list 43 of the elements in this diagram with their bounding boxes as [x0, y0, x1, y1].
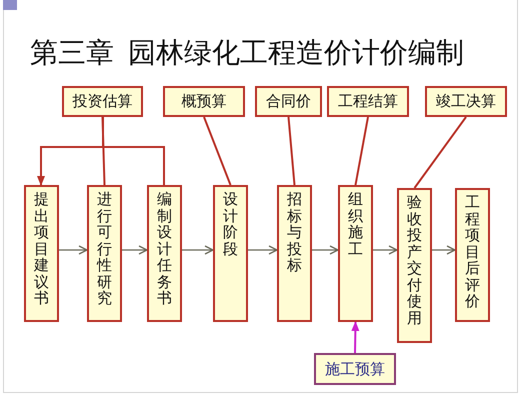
cost-label: 合同价 [266, 92, 311, 111]
stage-box [147, 185, 182, 322]
cost-label: 投资估算 [72, 92, 132, 111]
cost-box [62, 86, 143, 117]
cost-label: 工程结算 [338, 92, 398, 111]
arrow [248, 245, 278, 255]
arrow [373, 245, 398, 255]
leader-line [203, 116, 232, 186]
cost-label: 竣工决算 [436, 92, 496, 111]
stage-label: 提出项目建议书 [34, 191, 49, 306]
stage-box [213, 185, 248, 322]
stage-label: 设计阶段 [223, 191, 238, 257]
chapter-title: 第三章 园林绿化工程造价计价编制 [30, 37, 465, 71]
cost-box [163, 86, 245, 117]
budget-box [314, 353, 396, 385]
arrow [59, 245, 88, 255]
stage-box [397, 188, 432, 343]
stage-label: 进行可行性研究 [97, 191, 112, 306]
stage-label: 工程项目后评价 [465, 194, 480, 310]
leader-line [414, 116, 467, 189]
leader-line [288, 116, 296, 186]
arrow [312, 245, 339, 255]
stage-label: 编制设计任务书 [157, 191, 172, 306]
cost-box [327, 86, 409, 117]
cost-box [425, 86, 507, 117]
stage-box [87, 185, 122, 322]
leader-line [102, 116, 106, 186]
stage-box [277, 185, 312, 322]
stage-box [455, 188, 490, 322]
arrow [182, 245, 214, 255]
cost-box [255, 86, 322, 117]
stage-box [338, 185, 373, 322]
cost-label: 概预算 [182, 92, 226, 111]
cost-label: 施工预算 [325, 360, 385, 378]
leader-line [354, 116, 369, 186]
arrow [432, 245, 456, 255]
arrow [122, 245, 148, 255]
stage-box [24, 185, 59, 322]
leader-line [102, 117, 165, 185]
arrow [351, 321, 360, 354]
stage-label: 组织施工 [348, 191, 363, 257]
stage-label: 验收投产交付使用 [407, 194, 422, 326]
stage-label: 招标与投标 [287, 191, 302, 274]
